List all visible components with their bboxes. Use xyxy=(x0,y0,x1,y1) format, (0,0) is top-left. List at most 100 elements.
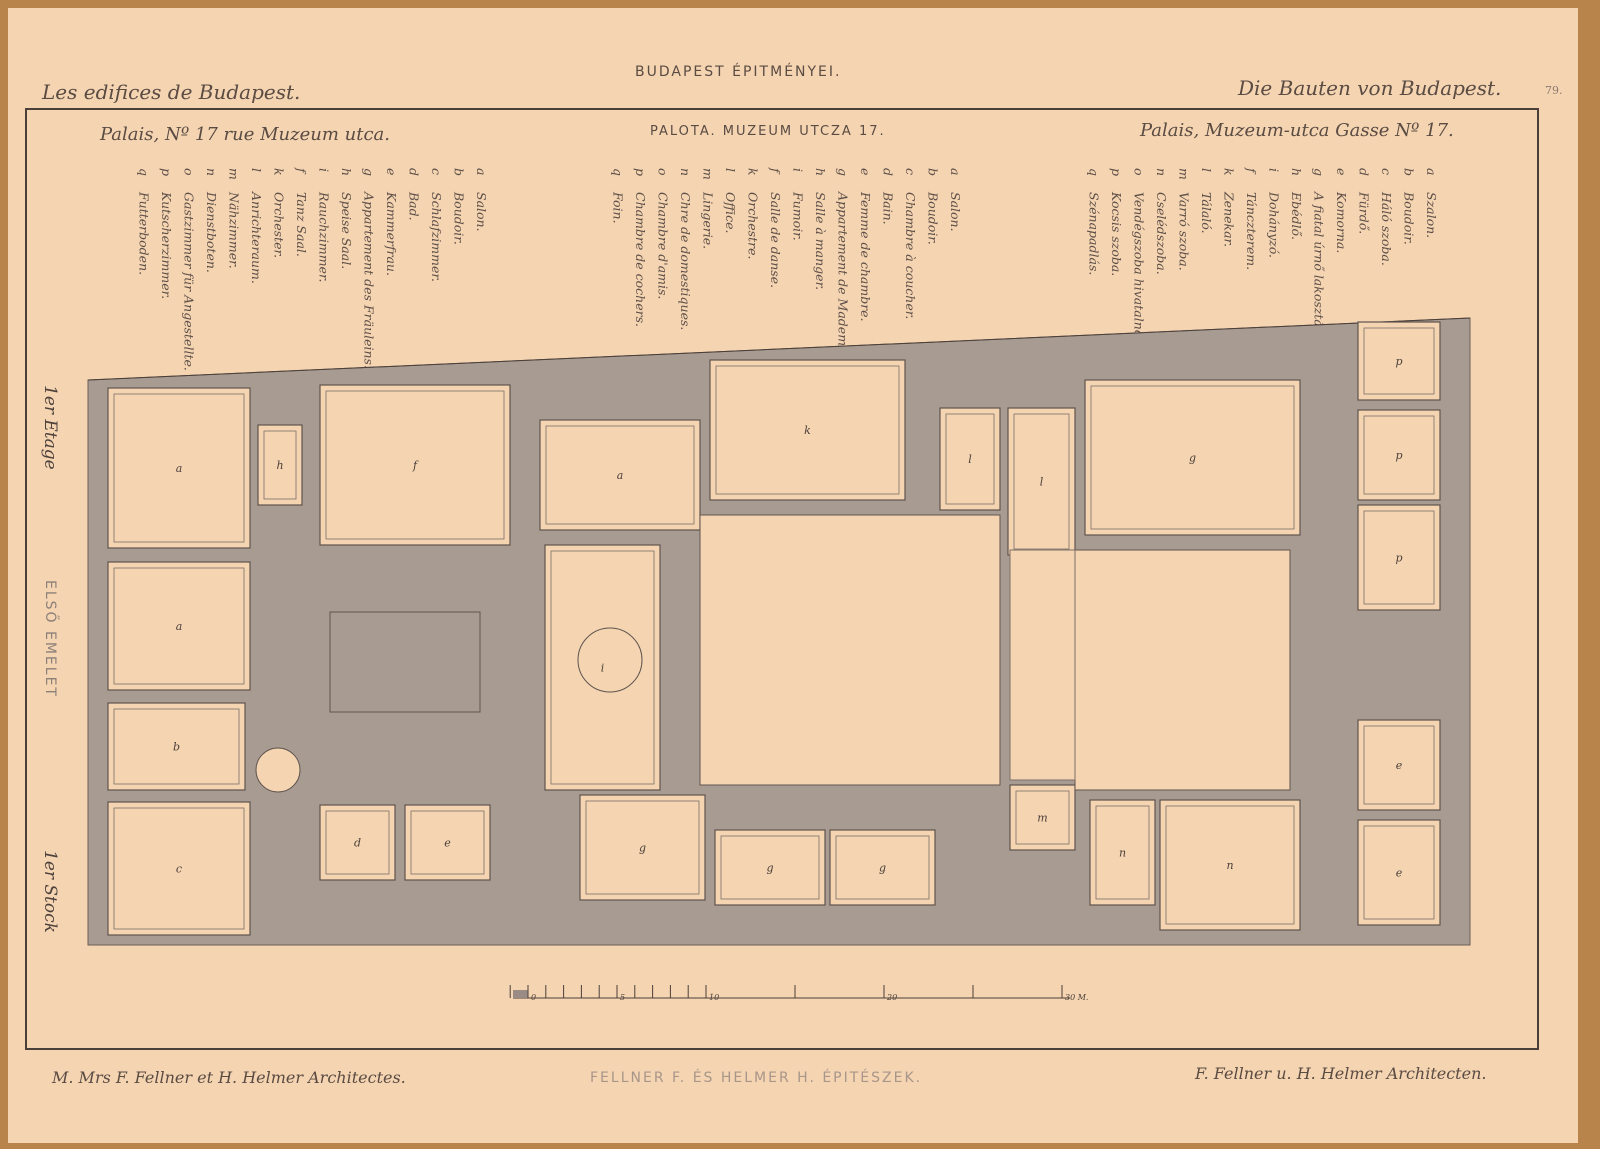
subtitle-french: Palais, Nº 17 rue Muzeum utca. xyxy=(100,124,390,145)
legend-key: n xyxy=(1154,168,1169,177)
room: b xyxy=(107,702,246,791)
legend-item: bBoudoir. xyxy=(447,168,470,338)
room-label: g xyxy=(766,862,773,875)
room-label: c xyxy=(176,863,182,876)
legend-key: k xyxy=(1221,168,1237,176)
legend-label: Boudoir. xyxy=(925,192,941,245)
legend-item: aSalon. xyxy=(470,168,493,338)
legend-item: qFoin. xyxy=(606,168,629,338)
legend-item: qFutterboden. xyxy=(132,168,155,338)
legend-item: g A fiatal úrnő lakosztálya. xyxy=(1307,168,1330,349)
legend-label: Szénapadlás. xyxy=(1086,192,1102,276)
room: a xyxy=(539,419,701,531)
scale-label: 20 xyxy=(886,993,897,1002)
room-label: n xyxy=(1226,859,1233,872)
legend-key: o xyxy=(1131,168,1147,176)
scale-label: 0 xyxy=(531,993,536,1002)
legend-label: Varró szoba. xyxy=(1176,192,1192,271)
legend-item: pKutscherzimmer. xyxy=(155,168,178,338)
floor-label-french: 1er Etage xyxy=(40,385,60,470)
legend-label: Appartement de Mademoiselle. xyxy=(835,192,851,391)
legend-label: A fiatal úrnő lakosztálya. xyxy=(1311,192,1327,350)
legend-label: Gastzimmer für Angestellte. xyxy=(181,192,197,371)
legend-label: Speise Saal. xyxy=(339,192,354,270)
legend-key: h xyxy=(1289,168,1304,177)
legend-key: p xyxy=(159,168,174,177)
room: l xyxy=(1007,407,1076,556)
legend-label: Salon. xyxy=(474,192,489,232)
legend-key: g xyxy=(361,168,377,177)
legend-item: eKammerfrau. xyxy=(380,168,403,338)
room: p xyxy=(1357,409,1441,501)
legend-item: mVarró szoba. xyxy=(1172,168,1195,338)
legend-key: m xyxy=(226,168,242,180)
legend-key: i xyxy=(790,168,806,172)
legend-key: e xyxy=(384,168,399,176)
legend-label: Foin. xyxy=(610,192,626,224)
room-label: e xyxy=(444,837,451,850)
legend-item: iDohányzó. xyxy=(1262,168,1285,338)
legend-item: gAppartement de Mademoiselle. xyxy=(831,168,854,391)
legend-label: Appartement des Fräuleins. xyxy=(361,192,377,369)
room: m xyxy=(1009,784,1076,851)
legend-key: c xyxy=(903,168,918,176)
legend-key: l xyxy=(1199,168,1214,172)
legend-key: a xyxy=(948,168,963,176)
legend-key: b xyxy=(925,168,941,177)
scale-label: 5 xyxy=(620,993,625,1002)
legend-key: f xyxy=(1244,168,1259,173)
legend-item: hSpeise Saal. xyxy=(335,168,358,338)
room-label: p xyxy=(1395,355,1402,368)
room: d xyxy=(319,804,396,881)
legend-item: kZenekar. xyxy=(1217,168,1240,338)
legend-key: c xyxy=(1379,168,1394,176)
legend-label: Fumoir. xyxy=(790,192,806,241)
room-label: e xyxy=(1396,867,1403,880)
legend-label: Orchester. xyxy=(271,192,287,259)
legend-item: oChambre d'amis. xyxy=(651,168,674,338)
room: p xyxy=(1357,321,1441,401)
room-label: l xyxy=(968,453,972,466)
footer-right: F. Fellner u. H. Helmer Architecten. xyxy=(1195,1064,1487,1083)
header-right-title: Die Bauten von Budapest. xyxy=(1238,76,1502,100)
legend-item: aSzalon. xyxy=(1420,168,1443,338)
room: g xyxy=(1084,379,1301,536)
legend-key: e xyxy=(858,168,873,176)
floor-label-hungarian: ELSŐ EMELET xyxy=(42,580,58,698)
legend-item: nDienstboten. xyxy=(200,168,223,338)
legend-item: nCselédszoba. xyxy=(1150,168,1173,338)
legend-item: oGastzimmer für Angestellte. xyxy=(177,168,200,371)
courtyard-right xyxy=(1074,549,1291,791)
room-label: g xyxy=(879,862,886,875)
legend-label: Schlafzimmer. xyxy=(429,192,444,282)
legend-item: cChambre à coucher. xyxy=(899,168,922,338)
round-stair xyxy=(255,747,301,793)
room: e xyxy=(1357,719,1441,811)
room: n xyxy=(1159,799,1301,931)
legend-item: hSalle à manger. xyxy=(809,168,832,338)
legend-item: aSalon. xyxy=(944,168,967,338)
room-label: a xyxy=(176,620,183,633)
legend-item: mNähzimmer. xyxy=(222,168,245,338)
legend-label: Szalon. xyxy=(1424,192,1439,239)
room: p xyxy=(1357,504,1441,611)
legend-item: fTánczterem. xyxy=(1240,168,1263,338)
legend-label: Chre de domestiques. xyxy=(678,192,693,331)
legend-label: Bain. xyxy=(880,192,896,225)
legend-key: a xyxy=(1424,168,1439,176)
legend-item: cHáló szoba. xyxy=(1375,168,1398,338)
legend-label: Femme de chambre. xyxy=(858,192,873,322)
legend-key: o xyxy=(181,168,197,176)
legend-key: a xyxy=(474,168,489,176)
legend-key: h xyxy=(339,168,354,177)
legend-key: l xyxy=(723,168,738,172)
legend-key: f xyxy=(768,168,783,173)
legend-label: Cselédszoba. xyxy=(1154,192,1169,275)
legend-item: dBad. xyxy=(402,168,425,338)
legend-key: c xyxy=(429,168,444,176)
legend-key: g xyxy=(1311,168,1327,177)
legend-label: Lingerie. xyxy=(700,192,716,250)
room: l xyxy=(939,407,1001,511)
legend-label: Kocsis szoba. xyxy=(1109,192,1124,277)
legend-item: cSchlafzimmer. xyxy=(425,168,448,338)
